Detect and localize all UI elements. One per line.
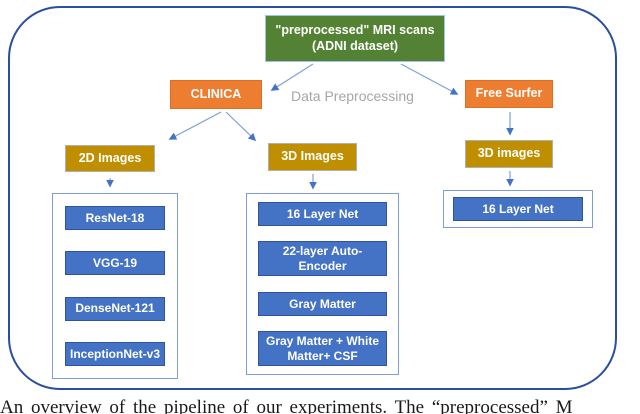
model-box: 22-layer Auto-Encoder [258, 241, 387, 277]
node-clinica: CLINICA [170, 80, 262, 109]
node-3d-images-clinica: 3D Images [268, 143, 357, 171]
model-box: 16 Layer Net [453, 197, 583, 221]
node-freesurfer: Free Surfer [465, 80, 553, 108]
model-box: 16 Layer Net [258, 202, 387, 226]
node-2d-images: 2D Images [65, 145, 155, 172]
node-mri-scans: "preprocessed" MRI scans (ADNI dataset) [265, 15, 445, 62]
model-box: Gray Matter [258, 291, 387, 316]
model-box: Gray Matter + White Matter+ CSF [258, 331, 387, 366]
model-box: ResNet-18 [65, 206, 165, 230]
model-box: InceptionNet-v3 [65, 341, 165, 366]
model-box: VGG-19 [65, 251, 165, 276]
label-data-preprocessing: Data Preprocessing [291, 88, 414, 104]
model-box: DenseNet-121 [65, 296, 165, 321]
caption: An overview of the pipeline of our exper… [0, 398, 573, 414]
node-mri-scans-line1: "preprocessed" MRI scans [275, 22, 435, 37]
node-mri-scans-line2: (ADNI dataset) [311, 38, 399, 53]
model-list-3d-freesurfer: 16 Layer Net [443, 190, 593, 228]
diagram-rounded-border [8, 6, 617, 390]
node-3d-images-freesurfer: 3D images [465, 140, 553, 168]
